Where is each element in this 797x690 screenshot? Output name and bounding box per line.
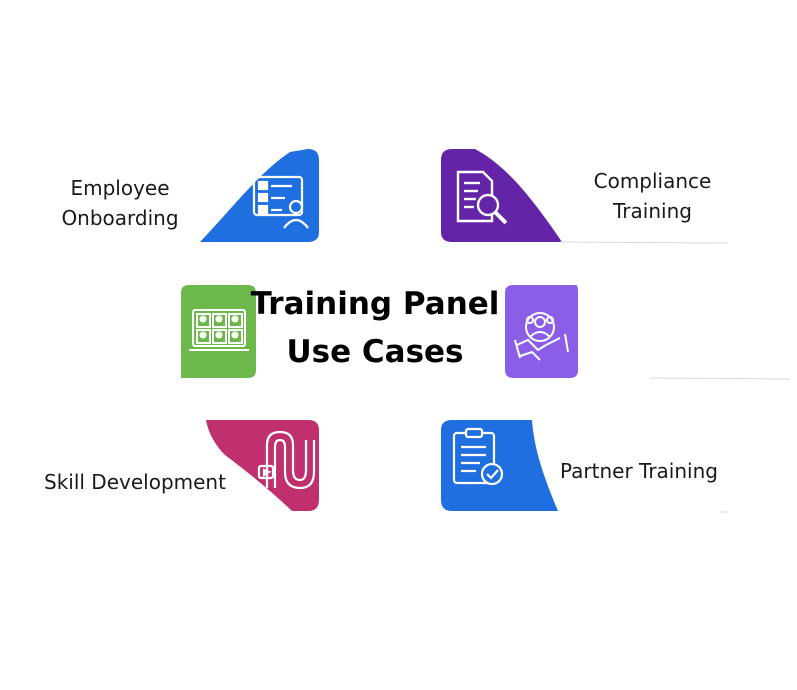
skill-development-label: Skill Development	[44, 470, 226, 494]
employee-onboarding-label: Employee Onboarding	[40, 173, 200, 233]
compliance-training-line-2: Training	[613, 199, 692, 223]
employee-onboarding-tile	[200, 149, 319, 242]
document-search-icon	[456, 170, 508, 225]
skill-development-tile	[206, 420, 319, 511]
virtual-classroom-tile	[181, 285, 256, 378]
partner-collaboration-tile	[505, 285, 791, 380]
video-conference-icon	[189, 309, 249, 351]
employee-onboarding-line-2: Onboarding	[61, 206, 179, 230]
partner-training-tile	[441, 420, 728, 513]
learning-path-icon	[257, 430, 316, 490]
compliance-training-tile	[441, 149, 729, 244]
onboarding-id-card-icon	[252, 175, 309, 229]
clipboard-check-icon	[452, 427, 504, 486]
partner-training-label: Partner Training	[560, 459, 718, 483]
title-line-1: Training Panel	[250, 286, 500, 322]
handshake-team-icon	[514, 312, 569, 361]
diagram-title: Training Panel Use Cases	[250, 280, 500, 376]
compliance-training-label: Compliance Training	[575, 166, 730, 226]
employee-onboarding-line-1: Employee	[70, 176, 170, 200]
compliance-training-line-1: Compliance	[593, 169, 712, 193]
title-line-2: Use Cases	[286, 334, 464, 370]
